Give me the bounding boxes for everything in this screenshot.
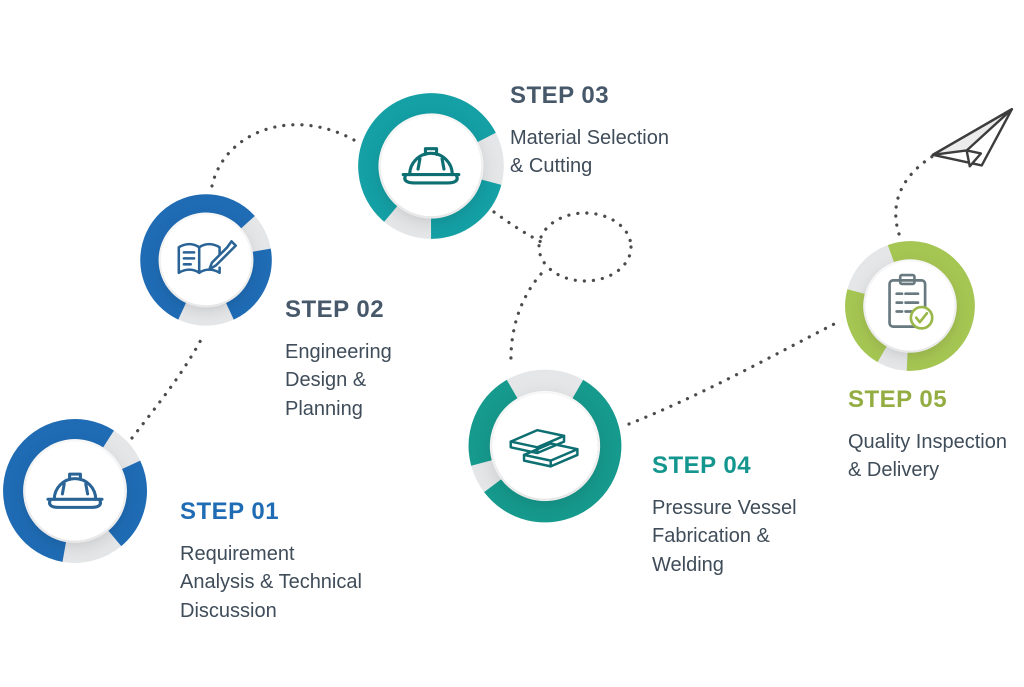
step-04-title: Pressure Vessel Fabrication & Welding [652,497,797,576]
hard-hat-icon [394,134,468,199]
quality-checklist-icon [878,271,942,342]
step-01-ring [3,419,147,563]
blueprint-pencil-icon [172,230,240,291]
step-01-text: STEP 01 Requirement Analysis & Technical… [180,498,362,625]
connector-step2-step3 [210,123,356,188]
step-05-title: Quality Inspection & Delivery [848,431,1007,482]
connector-loop [537,211,633,283]
step-01-group [0,410,156,572]
step-02-group [132,186,280,334]
step-03-title: Material Selection & Cutting [510,127,669,178]
step-05-group [837,233,983,379]
hard-hat-icon [39,460,111,523]
step-02-label: STEP 02 [285,296,385,323]
paper-plane-icon [924,101,1023,181]
step-05-text: STEP 05 Quality Inspection & Delivery [848,386,1007,485]
step-03-ring [358,93,504,239]
connector-step4-step5 [627,320,840,426]
step-04-ring [468,369,622,523]
step-01-title: Requirement Analysis & Technical Discuss… [180,543,362,622]
step-02-ring [140,194,272,326]
step-01-label: STEP 01 [180,498,280,525]
step-03-text: STEP 03 Material Selection & Cutting [510,82,669,181]
step-03-label: STEP 03 [510,82,610,109]
step-04-group [459,360,631,532]
step-05-ring [845,241,975,371]
connector-loop-step4 [509,272,543,366]
step-05-label: STEP 05 [848,386,948,413]
connector-step5-plane [894,150,942,236]
step-04-text: STEP 04 Pressure Vessel Fabrication & We… [652,452,797,579]
steel-beams-icon [505,413,585,480]
step-02-title: Engineering Design & Planning [285,341,392,420]
step-04-label: STEP 04 [652,452,752,479]
step-02-text: STEP 02 Engineering Design & Planning [285,296,392,423]
step-03-group [349,84,513,248]
connector-step3-loop [492,210,545,245]
connector-step1-step2 [130,334,205,440]
